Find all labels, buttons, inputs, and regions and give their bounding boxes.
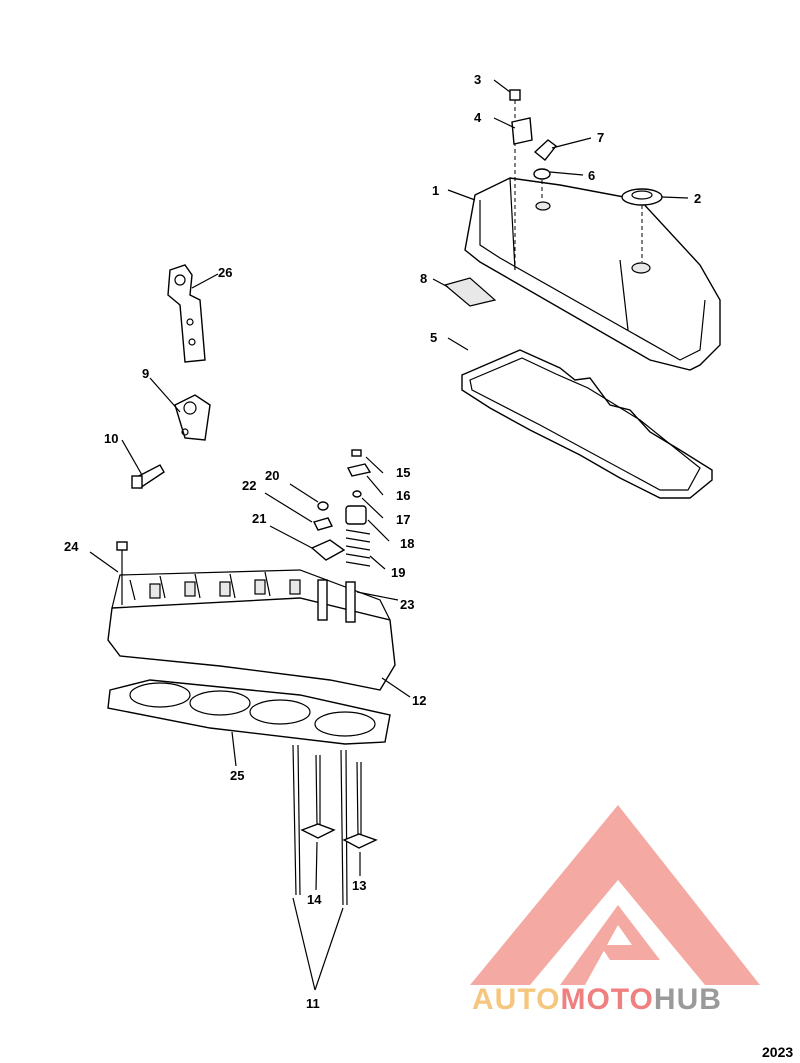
- exhaust-valve: [300, 754, 336, 839]
- lifting-bracket: [167, 264, 206, 363]
- rocker-nut: [317, 501, 329, 511]
- leader-lines: [89, 79, 689, 991]
- pcv-fitting: [533, 139, 557, 161]
- keeper: [351, 449, 362, 457]
- figure-number: 2023: [762, 1044, 793, 1060]
- callout-10: 10: [104, 431, 118, 446]
- callout-15: 15: [396, 465, 410, 480]
- logo-text-hub: HUB: [654, 983, 722, 1016]
- lifting-eye: [174, 394, 211, 441]
- pushrods: [292, 744, 348, 906]
- bracket-bolt: [131, 464, 165, 490]
- callout-5: 5: [430, 330, 437, 345]
- hose-bracket: [511, 117, 533, 145]
- callout-22: 22: [242, 478, 256, 493]
- grommet: [533, 168, 551, 200]
- callout-16: 16: [396, 488, 410, 503]
- valve-cover: [464, 177, 721, 371]
- callout-14: 14: [307, 892, 322, 907]
- rocker-arm: [310, 539, 346, 561]
- valve-spring: [345, 529, 371, 567]
- rocker-ball: [312, 517, 334, 531]
- head-gasket: [107, 679, 391, 745]
- automotohub-logo: [470, 805, 760, 985]
- callout-21: 21: [252, 511, 266, 526]
- callout-3: 3: [474, 72, 481, 87]
- logo-g-mark: [560, 905, 660, 985]
- logo-text-auto: AUTO: [472, 983, 560, 1016]
- seal: [352, 490, 362, 498]
- callout-24: 24: [64, 539, 79, 554]
- callout-23: 23: [400, 597, 414, 612]
- logo-text-moto: MOTO: [560, 983, 653, 1016]
- oil-fill-cap: [621, 188, 663, 262]
- head-bolt: [116, 541, 128, 605]
- callout-12: 12: [412, 693, 426, 708]
- retainer: [346, 463, 372, 477]
- callout-17: 17: [396, 512, 410, 527]
- spring-cap: [345, 505, 367, 525]
- callout-13: 13: [352, 878, 366, 893]
- logo-triangle-inner: [530, 880, 705, 985]
- callout-9: 9: [142, 366, 149, 381]
- callout-4: 4: [474, 110, 482, 125]
- logo-text: AUTOMOTOHUB: [472, 983, 722, 1016]
- cylinder-head: [107, 569, 396, 691]
- callout-18: 18: [400, 536, 414, 551]
- valve-cover-gasket: [461, 349, 713, 499]
- callout-1: 1: [432, 183, 439, 198]
- callout-11: 11: [306, 996, 320, 1011]
- intake-valve: [342, 761, 378, 849]
- callout-8: 8: [420, 271, 427, 286]
- rocker-components: [310, 449, 372, 567]
- callout-7: 7: [597, 130, 604, 145]
- baffle: [443, 277, 497, 307]
- callout-26: 26: [218, 265, 232, 280]
- callout-19: 19: [391, 565, 405, 580]
- callout-2: 2: [694, 191, 701, 206]
- callout-25: 25: [230, 768, 244, 783]
- callout-6: 6: [588, 168, 595, 183]
- callout-labels: 1 2 3 4 5 6 7 8 9 10 11 12 13 14 15 16 1…: [64, 72, 701, 1011]
- callout-20: 20: [265, 468, 279, 483]
